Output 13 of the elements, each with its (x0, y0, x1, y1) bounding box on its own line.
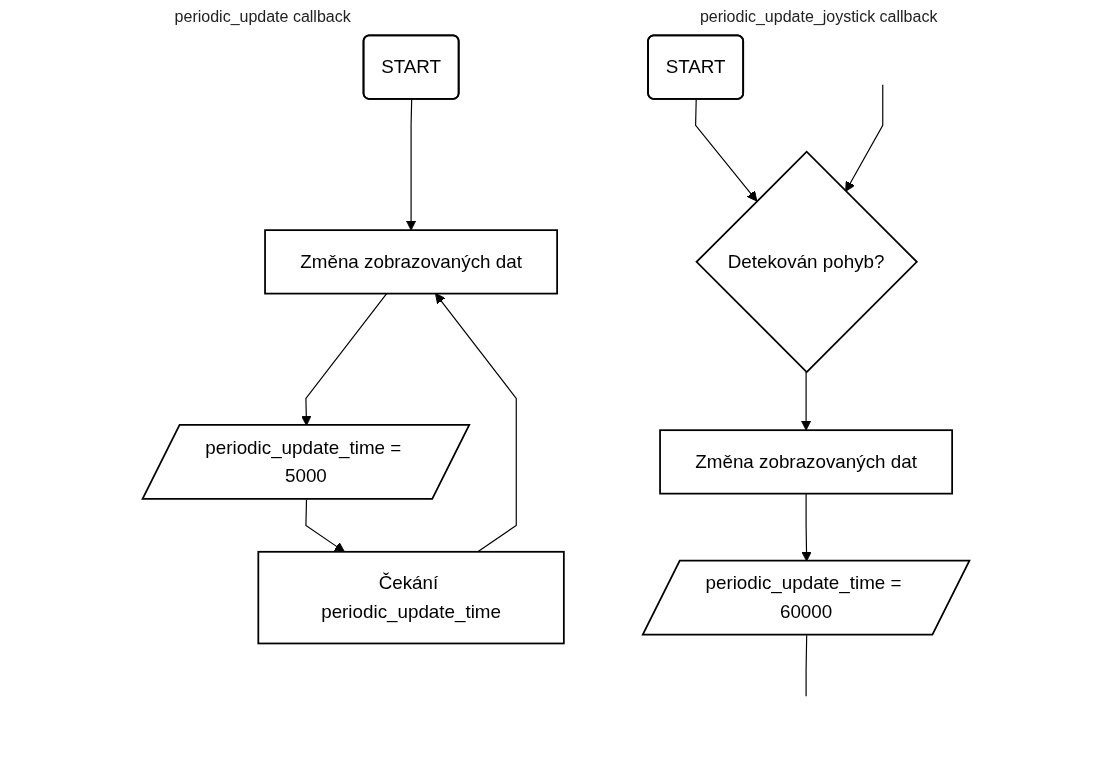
connector (805, 634, 808, 697)
chart-heading: periodic_update_joystick callback (699, 8, 938, 26)
arrow (695, 98, 758, 202)
arrow (435, 293, 517, 553)
arrow (305, 498, 345, 553)
arrow (845, 84, 884, 192)
node-diamond: Detekován pohyb? (695, 150, 919, 374)
chart-heading: periodic_update callback (174, 8, 351, 26)
node-box: Změna zobrazovaných dat (659, 429, 953, 495)
arrow (405, 98, 417, 231)
node-box: Čekání periodic_update_time (257, 550, 565, 645)
arrow (800, 371, 812, 431)
node-box: Změna zobrazovaných dat (264, 229, 558, 295)
